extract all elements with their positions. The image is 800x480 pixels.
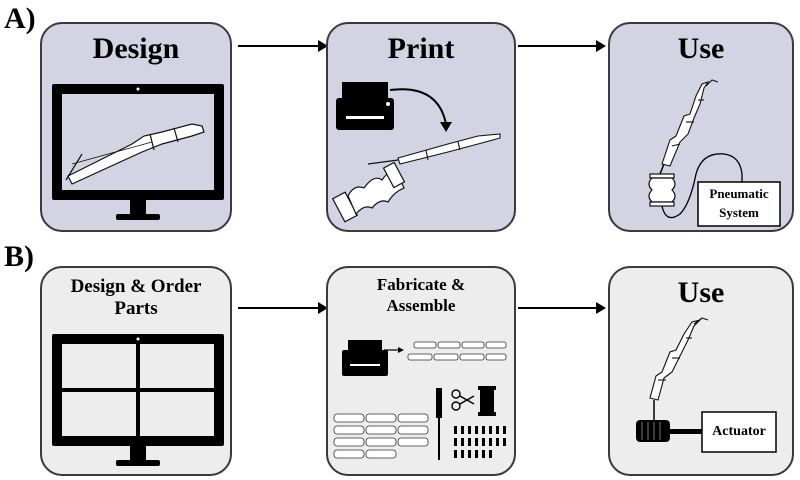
pneumatic-line1: Pneumatic (709, 186, 769, 201)
arrow-b1 (238, 302, 328, 314)
panel-b-fabricate: Fabricate & Assemble (326, 266, 516, 476)
monitor-with-finger-icon (52, 84, 224, 220)
printer-with-actuator-icon (331, 82, 501, 223)
panel-b-use: Use Actuator (608, 266, 794, 476)
actuator-label: Actuator (712, 424, 766, 439)
panel-b-use-title: Use (677, 276, 725, 309)
panel-a-print: Print (326, 22, 516, 232)
monitor-grid-icon (52, 334, 224, 466)
row-a-label: A) (4, 2, 36, 35)
design-title-line2: Parts (114, 298, 158, 319)
fabricate-title-line1: Fabricate & (376, 275, 466, 294)
pneumatic-line2: System (719, 205, 759, 220)
arrow-a2 (518, 40, 606, 52)
finger-with-pneumatic-icon (648, 79, 781, 227)
arrow-b2 (518, 302, 606, 314)
fabricate-title-line2: Assemble (386, 296, 456, 315)
panel-a-use: Use Pneumatic System (608, 22, 794, 232)
design-title-line1: Design & Order (70, 276, 202, 297)
panel-b-design-order: Design & Order Parts (40, 266, 232, 476)
pneumatic-system-label: Pneumatic System (698, 184, 780, 222)
arrow-a1 (238, 40, 328, 52)
finger-with-actuator-icon (636, 317, 777, 453)
panel-a-design: Design (40, 22, 232, 232)
fabrication-tools-icon (333, 340, 507, 460)
panel-b-design-title: Design & Order Parts (42, 276, 230, 320)
panel-a-design-title: Design (92, 32, 180, 65)
panel-a-print-title: Print (387, 32, 455, 65)
panel-a-use-title: Use (677, 32, 725, 65)
row-b-label: B) (4, 240, 34, 273)
panel-b-fabricate-title: Fabricate & Assemble (328, 274, 514, 316)
